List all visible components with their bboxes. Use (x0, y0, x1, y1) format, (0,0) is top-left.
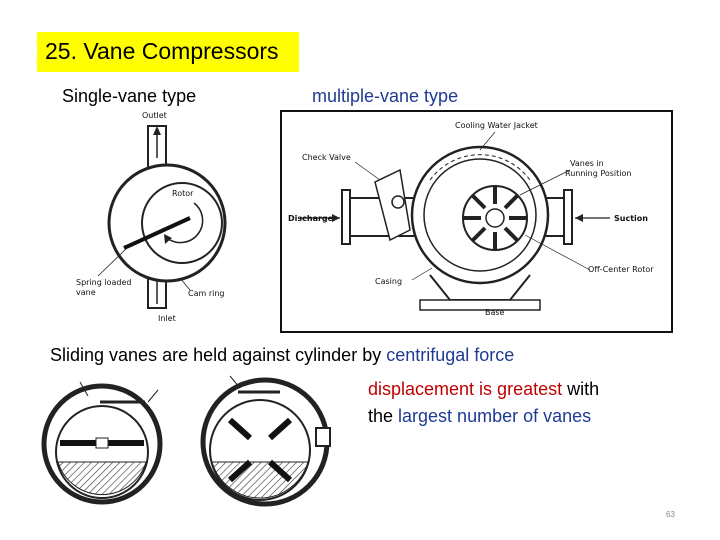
base-label: Base (485, 308, 505, 317)
slide-title: 25. Vane Compressors (37, 32, 299, 72)
suction-label: Suction (614, 214, 648, 223)
vanes-line1-label: Vanes in (570, 159, 604, 168)
note-line-2-plain: the (368, 406, 399, 426)
off-center-rotor-label: Off-Center Rotor (588, 265, 654, 274)
multiple-vane-diagram: Cooling Water Jacket Check Valve Vanes i… (280, 110, 673, 333)
multiple-vane-label: multiple-vane type (312, 86, 459, 106)
page-number: 63 (666, 510, 675, 519)
cooling-jacket-label: Cooling Water Jacket (455, 121, 538, 130)
outlet-label: Outlet (142, 111, 167, 120)
vane-cross-section-diagrams (41, 375, 331, 507)
note-line-1-red: displacement is greatest (368, 379, 563, 399)
discharge-label: Discharge (288, 214, 334, 223)
inlet-label: Inlet (158, 314, 176, 323)
spring-loaded-label: Spring loaded (76, 278, 131, 287)
note-line-2-highlight: largest number of vanes (398, 406, 592, 426)
statement-plain: Sliding vanes are held against cylinder … (50, 345, 387, 365)
statement: Sliding vanes are held against cylinder … (50, 344, 514, 366)
rotor-label: Rotor (172, 189, 194, 198)
vanes-line2-label: Running Position (565, 169, 631, 178)
cam-ring-label: Cam ring (188, 289, 224, 298)
note-line-1-plain: with (562, 379, 600, 399)
single-vane-label: Single-vane type (62, 86, 197, 106)
statement-highlight: centrifugal force (386, 345, 515, 365)
vane-label: vane (76, 288, 96, 297)
check-valve-label: Check Valve (302, 153, 351, 162)
single-vane-diagram: Outlet Rotor Spring loaded vane Cam ring… (76, 111, 227, 323)
note-line-2: the largest number of vanes (368, 405, 591, 427)
casing-label: Casing (375, 277, 402, 286)
note-line-1: displacement is greatest with (368, 378, 599, 400)
